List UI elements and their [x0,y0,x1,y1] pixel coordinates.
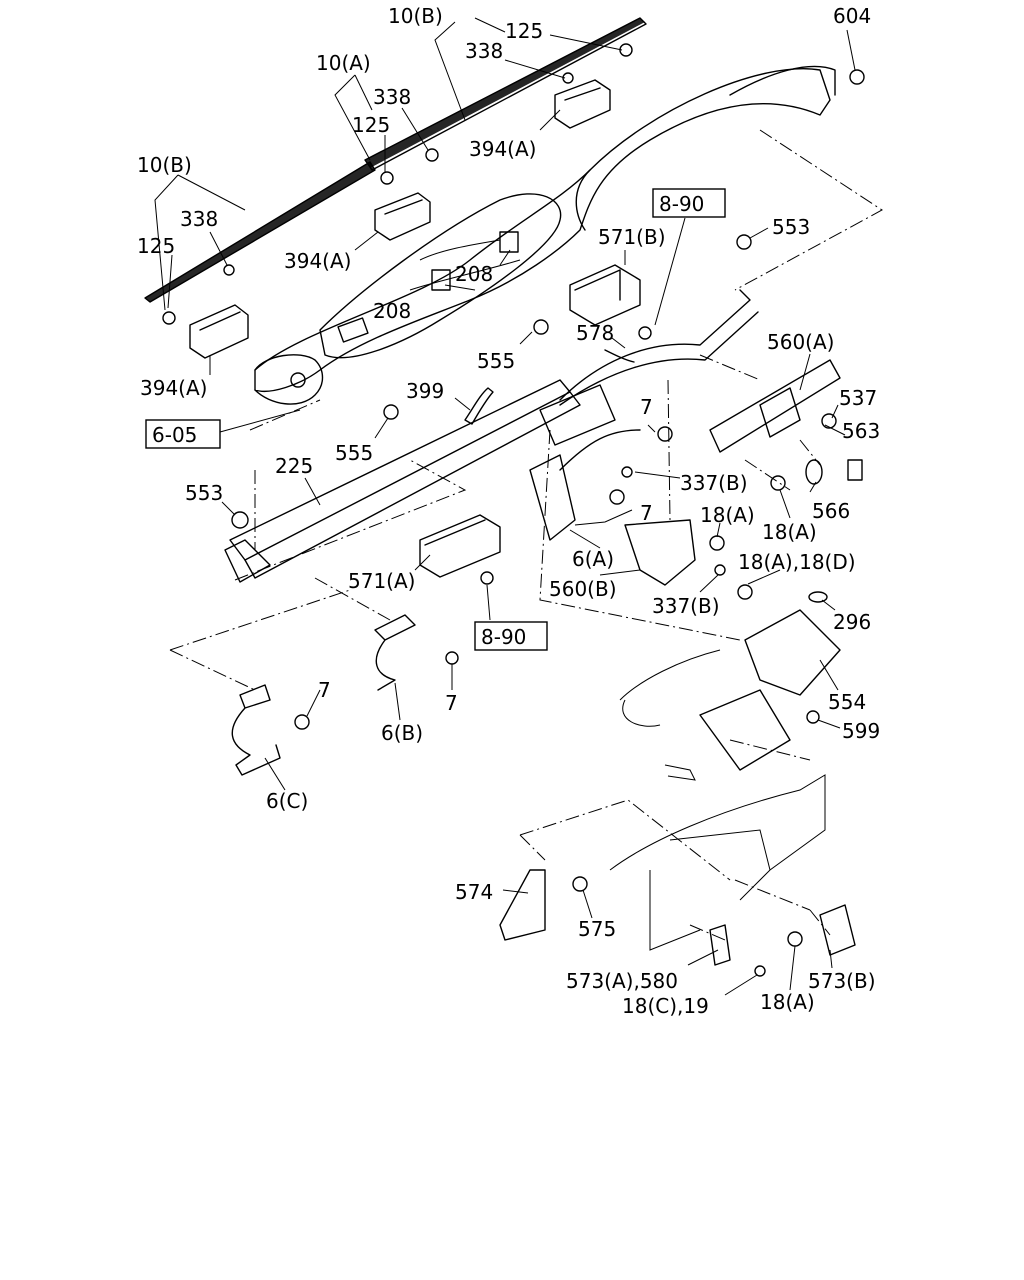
callout-578: 578 [576,321,614,345]
callout-553-left: 553 [185,481,223,505]
callout-571b: 571(B) [598,225,666,249]
callout-18a-top: 18(A) [700,503,755,527]
callout-6-05: 6-05 [152,423,197,447]
callout-18c-19: 18(C),19 [622,994,709,1018]
callout-337b-bottom: 337(B) [652,594,720,618]
callout-10b-left: 10(B) [137,153,192,177]
callout-18a-bottom: 18(A) [760,990,815,1014]
callout-8-90-top: 8-90 [659,192,704,216]
callout-box-8-90-bottom [474,621,548,651]
callout-18a-18d: 18(A),18(D) [738,550,856,574]
callout-7-bottom: 7 [445,691,458,715]
callout-8-90-bottom: 8-90 [481,625,526,649]
callout-7-right: 7 [640,395,653,419]
callout-338-top: 338 [465,39,503,63]
callout-18a-right: 18(A) [762,520,817,544]
callout-537: 537 [839,386,877,410]
reference-lines [169,129,883,941]
callout-7-mid: 7 [640,501,653,525]
callout-125-left: 125 [137,234,175,258]
callout-574: 574 [455,880,493,904]
callout-554: 554 [828,690,866,714]
callout-399: 399 [406,379,444,403]
callout-573b: 573(B) [808,969,876,993]
callout-labels: 10(B) 125 604 338 10(A) 338 125 394(A) 1… [137,4,880,1018]
callout-208-left: 208 [373,299,411,323]
callout-10b-top: 10(B) [388,4,443,28]
fasteners [162,43,865,977]
callout-599: 599 [842,719,880,743]
callout-553-top: 553 [772,215,810,239]
callout-575: 575 [578,917,616,941]
instrument-panel [254,65,836,405]
callout-394a-top: 394(A) [469,137,536,161]
callout-573a-580: 573(A),580 [566,969,678,993]
callout-394a-mid: 394(A) [284,249,351,273]
callout-337b-top: 337(B) [680,471,748,495]
trim-strip-upper [144,17,647,303]
bracket-560 [529,359,841,586]
callout-125-mid: 125 [352,113,390,137]
callout-563: 563 [842,419,880,443]
callout-566: 566 [812,499,850,523]
callout-6b: 6(B) [381,721,423,745]
leader-lines [154,17,856,996]
callout-338-left: 338 [180,207,218,231]
floor-structure [499,609,856,966]
cross-member [224,289,759,583]
callout-555-top: 555 [477,349,515,373]
callout-10a: 10(A) [316,51,371,75]
callout-555-mid: 555 [335,441,373,465]
callout-296: 296 [833,610,871,634]
callout-225: 225 [275,454,313,478]
callout-394a-left: 394(A) [140,376,207,400]
clip-394a [189,79,611,359]
callout-125-top: 125 [505,19,543,43]
callout-box-8-90-top [652,188,726,218]
callout-7-lower: 7 [318,678,331,702]
bracket-6bc [231,614,416,776]
callout-338-mid: 338 [373,85,411,109]
callout-6c: 6(C) [266,789,308,813]
callout-604: 604 [833,4,871,28]
callout-560a: 560(A) [767,330,834,354]
callout-208-right: 208 [455,262,493,286]
callout-560b: 560(B) [549,577,617,601]
callout-box-6-05 [145,419,221,449]
callout-571a: 571(A) [348,569,415,593]
callout-6a: 6(A) [572,547,614,571]
